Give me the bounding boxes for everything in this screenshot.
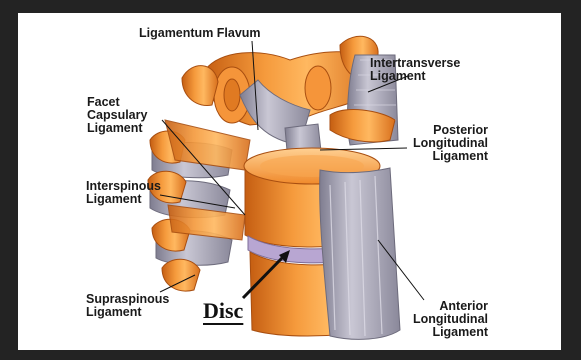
label-supraspinous-ligament: Supraspinous Ligament — [86, 293, 169, 319]
label-posterior-longitudinal-ligament: Posterior Longitudinal Ligament — [406, 124, 488, 163]
label-ligamentum-flavum: Ligamentum Flavum — [139, 27, 261, 40]
label-interspinous-ligament: Interspinous Ligament — [86, 180, 161, 206]
label-anterior-longitudinal-ligament: Anterior Longitudinal Ligament — [402, 300, 488, 339]
spinous-processes — [148, 120, 250, 291]
label-intertransverse-ligament: Intertransverse Ligament — [370, 57, 460, 83]
label-disc: Disc — [203, 298, 243, 324]
label-facet-capsular-ligament: Facet Capsulary Ligament — [87, 96, 147, 135]
